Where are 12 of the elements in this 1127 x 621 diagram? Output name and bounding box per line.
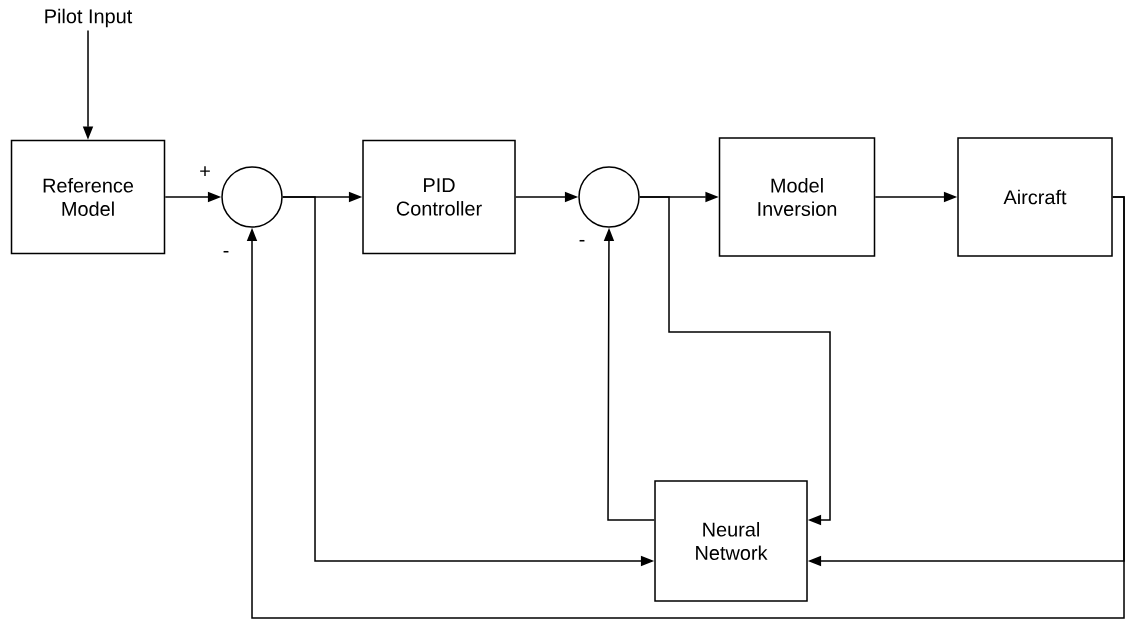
block-box: Model Inversion <box>718 137 876 257</box>
block-box: Reference Model <box>10 139 166 255</box>
sign-label: - <box>223 250 229 253</box>
block-box: Aircraft <box>957 137 1113 257</box>
summing-junction <box>578 166 640 228</box>
input-label: Pilot Input <box>45 8 133 28</box>
arrow <box>639 196 831 526</box>
summing-junction <box>221 166 283 228</box>
block-box: PID Controller <box>362 139 516 255</box>
arrow <box>246 196 1125 619</box>
sign-label: + <box>200 166 210 176</box>
block-box: Neural Network <box>654 480 808 602</box>
